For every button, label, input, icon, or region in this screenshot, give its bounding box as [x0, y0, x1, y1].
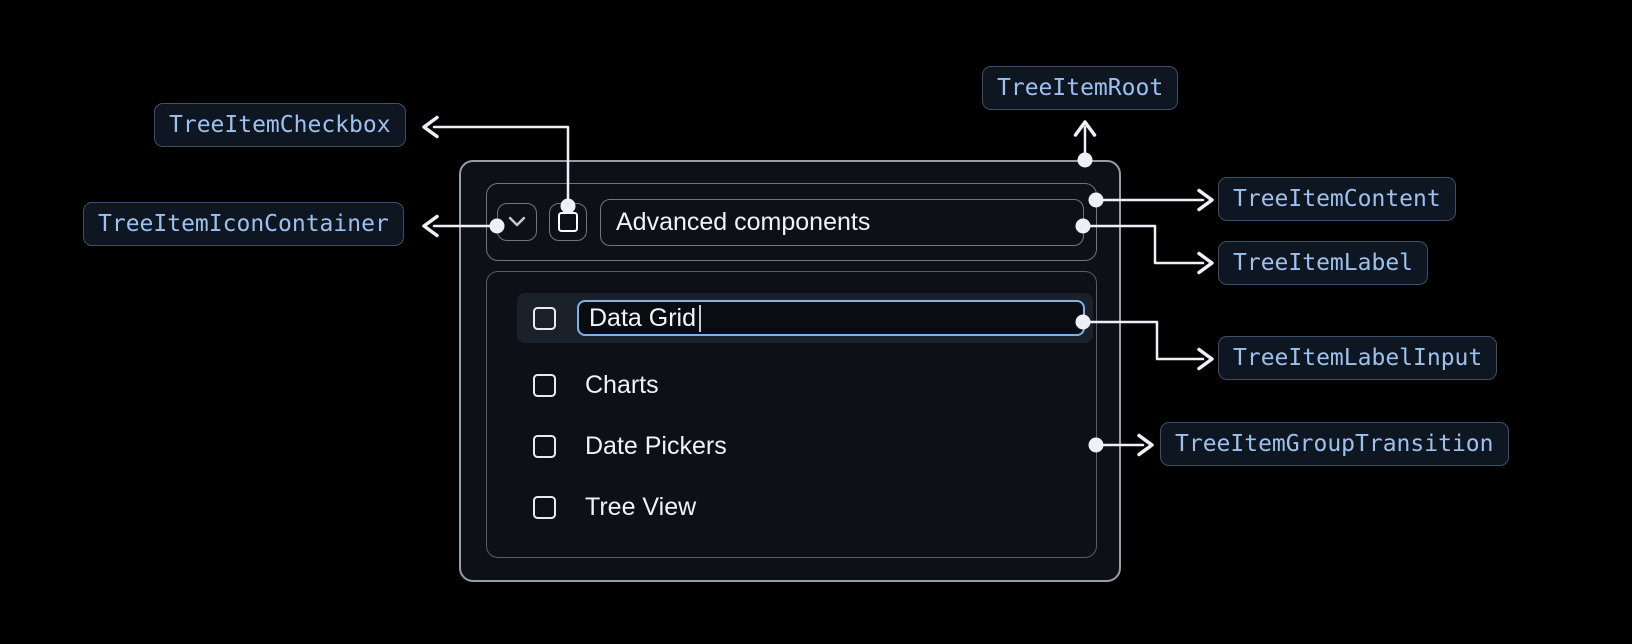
badge-tree-item-label: TreeItemLabel — [1218, 241, 1429, 285]
item-label: Tree View — [585, 492, 697, 521]
item-checkbox[interactable] — [533, 434, 556, 458]
badge-tree-item-group-transition: TreeItemGroupTransition — [1160, 422, 1509, 466]
tree-item-root-panel: Advanced components Data Grid Charts Dat… — [459, 160, 1121, 582]
tree-row[interactable]: Charts — [487, 360, 1096, 410]
tree-item-checkbox[interactable] — [549, 203, 587, 241]
tree-item-label: Advanced components — [600, 198, 1084, 246]
tree-item-label-input[interactable]: Data Grid — [577, 300, 1085, 336]
item-checkbox[interactable] — [533, 495, 556, 519]
label-input-value: Data Grid — [589, 303, 696, 332]
item-label: Charts — [585, 370, 659, 399]
text-caret — [698, 304, 701, 332]
checkbox-icon — [558, 212, 578, 232]
tree-row[interactable]: Date Pickers — [487, 421, 1096, 471]
tree-row-editing[interactable]: Data Grid — [517, 293, 1093, 343]
tree-item-group-transition: Data Grid Charts Date Pickers Tree View — [486, 271, 1097, 558]
badge-tree-item-content: TreeItemContent — [1218, 177, 1456, 221]
tree-row[interactable]: Tree View — [487, 482, 1096, 532]
item-label: Date Pickers — [585, 431, 727, 460]
item-checkbox[interactable] — [533, 306, 556, 330]
item-checkbox[interactable] — [533, 373, 556, 397]
badge-tree-item-checkbox: TreeItemCheckbox — [154, 103, 406, 147]
tree-item-content[interactable]: Advanced components — [486, 183, 1097, 261]
chevron-down-icon — [508, 216, 526, 227]
badge-tree-item-root: TreeItemRoot — [982, 66, 1179, 110]
tree-item-icon-container[interactable] — [497, 203, 537, 241]
badge-tree-item-label-input: TreeItemLabelInput — [1218, 336, 1498, 380]
badge-tree-item-icon-container: TreeItemIconContainer — [83, 202, 404, 246]
parent-item-label: Advanced components — [616, 207, 871, 236]
